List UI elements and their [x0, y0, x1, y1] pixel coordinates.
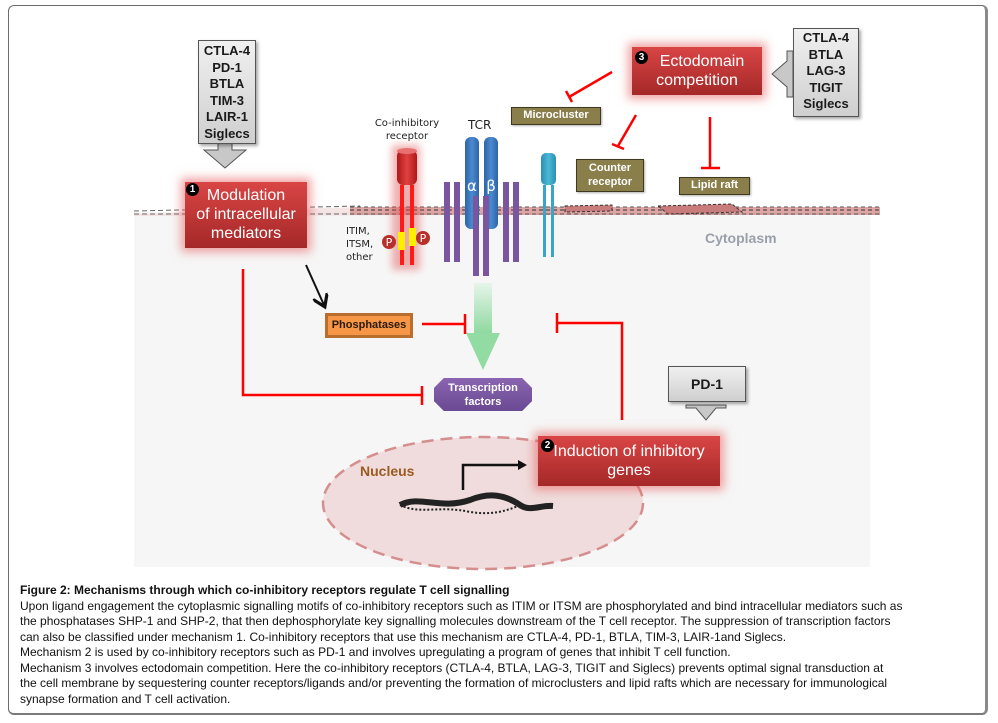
receptor-tigit: TIGIT	[809, 79, 843, 95]
coinhibitory-receptor-label: Co-inhibitory receptor	[370, 117, 444, 143]
phospho-left-icon: P	[382, 235, 396, 249]
mech1-receptor-list: CTLA-4 PD-1 BTLA TIM-3 LAIR-1 Siglecs	[198, 40, 256, 144]
counter-line1: Counter	[588, 162, 632, 174]
motif-itim: ITIM,	[346, 226, 370, 237]
tf-line1: Transcription	[448, 382, 518, 394]
mech1-line3: mediators	[210, 225, 282, 242]
receptor-siglecs: Siglecs	[803, 96, 849, 111]
nucleus-label: Nucleus	[360, 463, 415, 479]
caption-line: the cell membrane by sequestering counte…	[20, 676, 888, 690]
mech3-receptor-list: CTLA-4 BTLA LAG-3 TIGIT Siglecs	[793, 28, 859, 117]
receptor-lair1: LAIR-1	[206, 109, 248, 124]
label-line: Co-inhibitory	[374, 118, 440, 129]
dna-icon	[398, 492, 554, 515]
cd3-chains	[444, 182, 519, 276]
cytoplasm-label: Cytoplasm	[705, 230, 777, 246]
mechanism-2-box: Induction of inhibitory genes	[538, 436, 720, 486]
phospho-right-icon: P	[416, 231, 430, 245]
mechanism-1-number: 1	[186, 183, 199, 196]
phosphatases-box: Phosphatases	[325, 313, 413, 338]
mech2-inhibition	[557, 321, 624, 420]
receptor-btla: BTLA	[209, 76, 245, 91]
mediator-to-phosphatase-arrow	[305, 264, 324, 305]
tcr-label: TCR	[468, 118, 492, 132]
itim-motif	[398, 232, 405, 250]
lipid-raft-box: Lipid raft	[679, 177, 750, 195]
receptor-btla: BTLA	[808, 46, 844, 62]
caption-line: the phosphatases SHP-1 and SHP-2, that t…	[20, 614, 891, 628]
caption-line: can also be classified under mechanism 1…	[20, 629, 787, 644]
microcluster-box: Microcluster	[511, 107, 601, 125]
label-line: receptor	[385, 131, 429, 142]
svg-text:P: P	[420, 232, 427, 245]
mech1-line1: Modulation	[206, 187, 286, 204]
counter-receptor-patch	[564, 204, 613, 213]
receptor-ctla4: CTLA-4	[802, 30, 850, 45]
mech2-receptor-list: PD-1	[668, 366, 746, 402]
mech3-line1: Ectodomain	[659, 53, 745, 70]
transcription-factors-box: Transcription factors	[434, 378, 532, 411]
caption-line: synapse formation and T cell activation.	[20, 691, 231, 706]
lipid-raft-patch	[656, 203, 744, 215]
tf-line2: factors	[464, 396, 502, 408]
mech2-line2: genes	[607, 462, 651, 479]
caption-line: Mechanism 3 involves ectodomain competit…	[20, 660, 884, 675]
coinhibitory-receptor	[392, 145, 420, 270]
itsm-motif	[409, 228, 416, 246]
teal-receptor	[541, 153, 556, 257]
signal-arrow	[466, 283, 500, 370]
mech2-down-arrow	[685, 404, 727, 421]
caption-title: Figure 2: Mechanisms through which co-in…	[20, 583, 510, 597]
mech3-left-arrow	[771, 50, 794, 98]
receptor-siglecs: Siglecs	[204, 125, 250, 141]
mechanism-3-number: 3	[635, 51, 648, 64]
counter-line2: receptor	[587, 176, 633, 188]
mech3-line2: competition	[656, 72, 738, 89]
receptor-pd1: PD-1	[691, 376, 723, 392]
motif-itsm: ITSM,	[346, 239, 374, 250]
inhibition-lines	[241, 70, 720, 420]
receptor-lag3: LAG-3	[806, 63, 846, 78]
svg-text:β: β	[486, 177, 496, 195]
microcluster-inhibition	[568, 70, 613, 99]
mechanism-1-box: Modulation of intracellular mediators	[185, 182, 307, 248]
mechanism-2-number: 2	[541, 439, 554, 452]
motif-label: ITIM, ITSM, other	[346, 225, 373, 264]
mech1-line2: of intracellular	[196, 206, 296, 223]
receptor-tim3: TIM-3	[210, 92, 244, 108]
caption-line: Upon ligand engagement the cytoplasmic s…	[20, 598, 903, 613]
svg-text:P: P	[386, 236, 393, 249]
counter-receptor-inhibition	[616, 114, 638, 147]
receptor-ctla4: CTLA-4	[203, 43, 251, 58]
cd3-front-chains	[473, 196, 489, 276]
figure-caption: Figure 2: Mechanisms through which co-in…	[20, 583, 980, 707]
motif-other: other	[346, 252, 373, 263]
mech1-tf-inhibition	[241, 269, 422, 397]
promoter-arrow	[461, 463, 518, 490]
mech2-line1: Induction of inhibitory	[553, 443, 705, 460]
receptor-pd1: PD-1	[212, 59, 242, 75]
svg-text:α: α	[467, 177, 477, 195]
caption-line: Mechanism 2 is used by co-inhibitory rec…	[20, 645, 731, 659]
counter-receptor-box: Counter receptor	[576, 159, 644, 192]
mechanism-3-box: Ectodomain competition	[632, 47, 762, 95]
